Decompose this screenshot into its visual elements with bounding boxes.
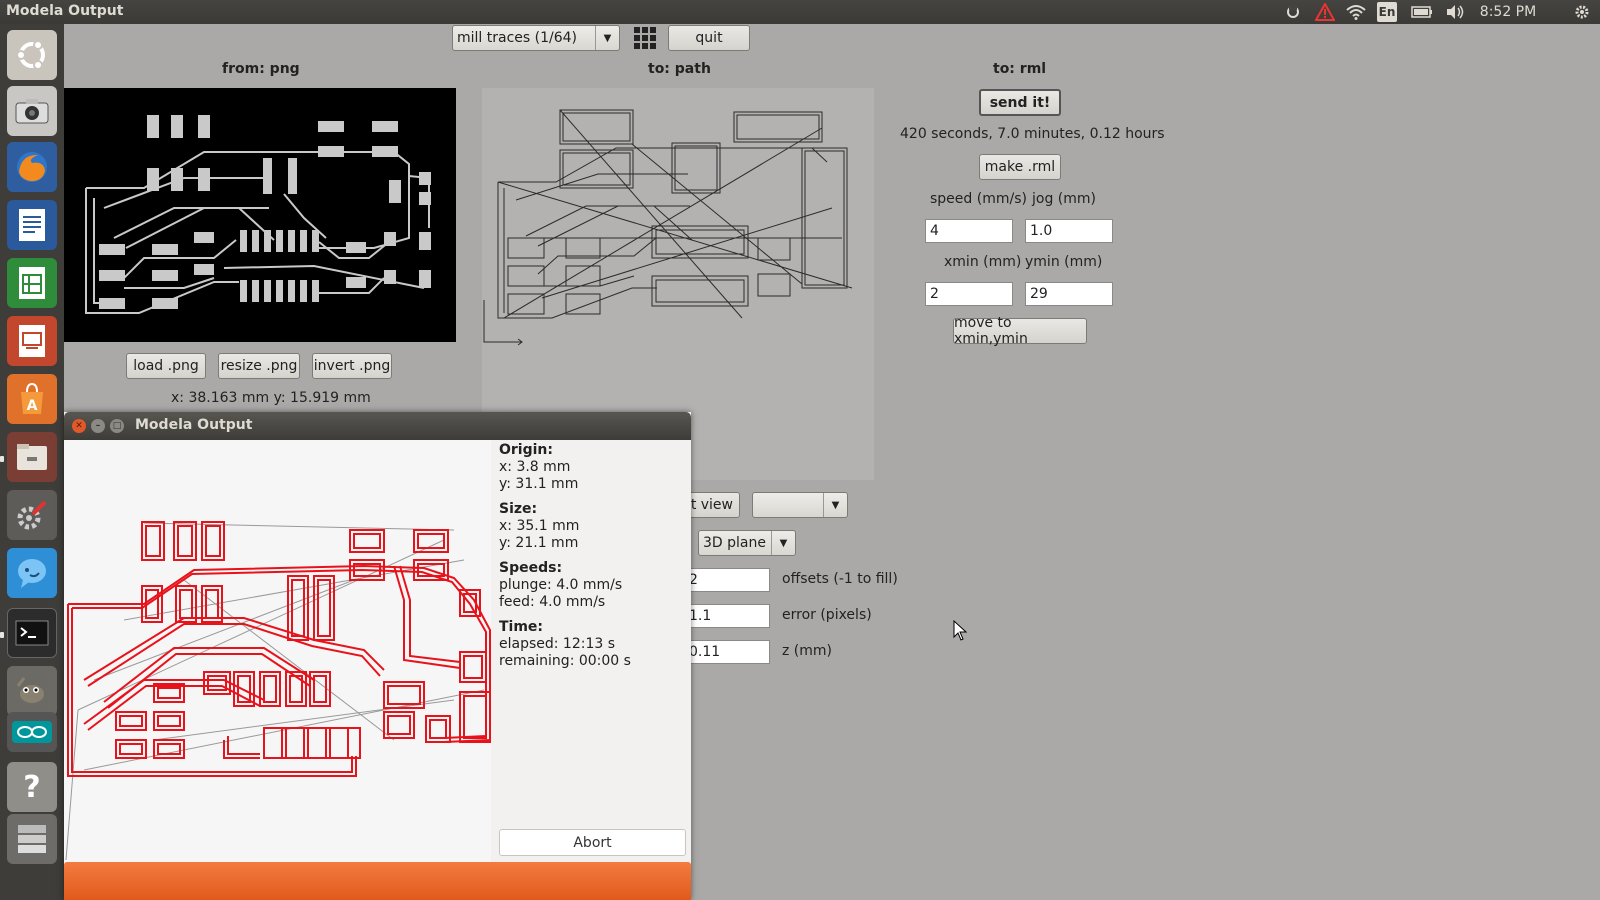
maximize-icon[interactable]: □ (110, 419, 124, 433)
process-select[interactable]: mill traces (1/64) ▼ (452, 25, 620, 51)
active-app-title: Modela Output (6, 3, 124, 19)
wifi-icon[interactable] (1345, 2, 1367, 22)
speed-input[interactable] (925, 219, 1013, 243)
view-select[interactable]: ▼ (752, 492, 848, 518)
size-x: x: 35.1 mm (499, 518, 580, 534)
time-heading: Time: (499, 619, 544, 635)
quit-button[interactable]: quit (668, 25, 750, 51)
origin-heading: Origin: (499, 442, 553, 458)
job-info-panel: Origin: x: 3.8 mm y: 31.1 mm Size: x: 35… (499, 442, 689, 678)
error-label: error (pixels) (782, 607, 872, 623)
firefox-icon[interactable] (7, 142, 57, 192)
help-icon[interactable]: ? (7, 762, 57, 812)
speeds-heading: Speeds: (499, 560, 563, 576)
plane-select-value: 3D plane (703, 535, 766, 551)
camera-icon[interactable] (7, 86, 57, 136)
svg-text:A: A (27, 398, 38, 414)
ymin-label: ymin (mm) (1025, 254, 1103, 270)
files-icon[interactable] (7, 432, 57, 482)
terminal-icon[interactable] (7, 608, 57, 658)
dialog-title: Modela Output (135, 417, 253, 433)
xmin-input[interactable] (925, 282, 1013, 306)
clock[interactable]: 8:52 PM (1479, 4, 1537, 20)
ymin-input[interactable] (1025, 282, 1113, 306)
system-gear-icon[interactable] (1572, 2, 1592, 22)
png-size-readout: x: 38.163 mm y: 15.919 mm (171, 390, 371, 406)
z-label: z (mm) (782, 643, 832, 659)
toolpath-view (483, 109, 853, 346)
speed-label: speed (mm/s) (930, 191, 1027, 207)
impress-icon[interactable] (7, 316, 57, 366)
modela-output-dialog: ✕ – □ Modela Output (64, 412, 691, 900)
process-select-value: mill traces (1/64) (457, 30, 577, 46)
grid-icon[interactable] (632, 26, 658, 50)
to-rml-heading: to: rml (993, 61, 1047, 77)
launcher: A ? (0, 24, 64, 900)
origin-y: y: 31.1 mm (499, 476, 579, 492)
arduino-icon[interactable] (7, 712, 57, 752)
settings-icon[interactable] (7, 490, 57, 540)
plane-select[interactable]: 3D plane ▼ (698, 530, 796, 556)
jog-input[interactable] (1025, 219, 1113, 243)
empathy-icon[interactable] (7, 548, 57, 598)
calc-icon[interactable] (7, 258, 57, 308)
remaining-time: remaining: 00:00 s (499, 653, 631, 669)
ubuntu-dash-icon[interactable] (7, 30, 57, 80)
dialog-titlebar[interactable]: ✕ – □ Modela Output (64, 412, 691, 440)
load-png-button[interactable]: load .png (126, 353, 206, 379)
top-panel: Modela Output En 8:52 PM (0, 0, 1600, 24)
send-it-button[interactable]: send it! (979, 89, 1061, 116)
progress-bar-fill (64, 862, 691, 900)
running-indicator (0, 456, 4, 462)
sync-icon[interactable] (1284, 2, 1302, 22)
mouse-cursor-icon (953, 619, 969, 642)
to-path-heading: to: path (648, 61, 711, 77)
plunge-speed: plunge: 4.0 mm/s (499, 577, 623, 593)
milling-toolpath-drawing (65, 521, 491, 861)
chevron-down-icon: ▼ (823, 493, 847, 517)
volume-icon[interactable] (1444, 2, 1466, 22)
time-estimate: 420 seconds, 7.0 minutes, 0.12 hours (900, 126, 1165, 142)
gimp-icon[interactable] (7, 666, 57, 716)
elapsed-time: elapsed: 12:13 s (499, 636, 616, 652)
jog-label: jog (mm) (1032, 191, 1096, 207)
software-center-icon[interactable]: A (7, 374, 57, 424)
feed-speed: feed: 4.0 mm/s (499, 594, 606, 610)
close-icon[interactable]: ✕ (72, 419, 86, 433)
size-heading: Size: (499, 501, 538, 517)
move-to-xmin-ymin-button[interactable]: move to xmin,ymin (953, 315, 1087, 347)
png-preview (64, 88, 456, 342)
keyboard-layout-indicator[interactable]: En (1377, 2, 1397, 22)
from-png-heading: from: png (222, 61, 300, 77)
xmin-label: xmin (mm) (944, 254, 1022, 270)
progress-bar (64, 862, 691, 900)
invert-png-button[interactable]: invert .png (312, 353, 392, 379)
running-indicator (0, 632, 4, 638)
battery-icon[interactable] (1410, 2, 1434, 22)
chevron-down-icon: ▼ (771, 531, 795, 555)
pcb-traces-image (85, 115, 431, 314)
warning-icon[interactable] (1314, 2, 1336, 22)
offsets-label: offsets (-1 to fill) (782, 571, 898, 587)
toolpath-canvas[interactable] (64, 440, 491, 862)
writer-icon[interactable] (7, 200, 57, 250)
resize-png-button[interactable]: resize .png (218, 353, 300, 379)
origin-x: x: 3.8 mm (499, 459, 571, 475)
make-rml-button[interactable]: make .rml (979, 154, 1061, 180)
stack-icon[interactable] (7, 814, 57, 864)
chevron-down-icon: ▼ (595, 26, 619, 50)
abort-button[interactable]: Abort (499, 829, 686, 856)
minimize-icon[interactable]: – (91, 419, 105, 433)
size-y: y: 21.1 mm (499, 535, 579, 551)
